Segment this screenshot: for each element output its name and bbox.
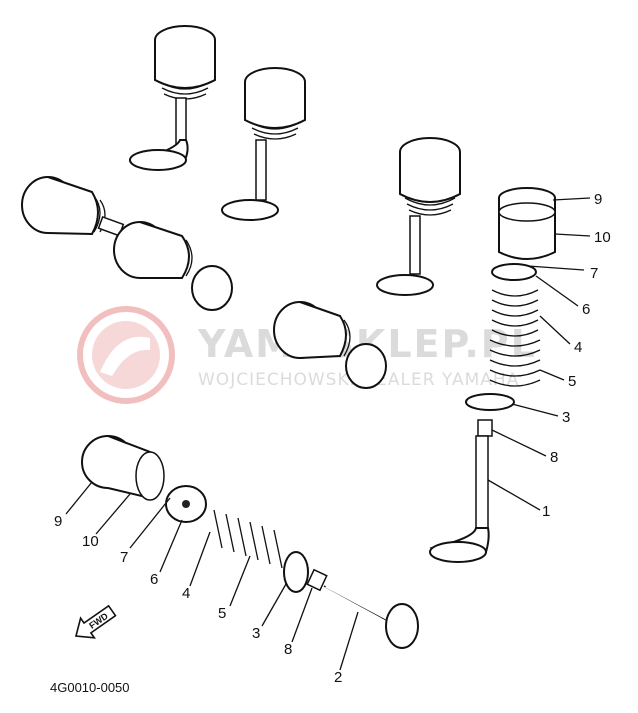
callout-bottom-8: 8 <box>284 641 292 658</box>
callout-right-9: 9 <box>594 191 602 208</box>
callouts-right: 9 10 7 6 4 5 3 8 1 <box>542 191 611 520</box>
callout-right-8: 8 <box>550 449 558 466</box>
valve-assembly-bottom-exploded <box>81 435 419 649</box>
callout-right-5: 5 <box>568 373 576 390</box>
callout-right-6: 6 <box>582 301 590 318</box>
callout-bottom-7: 7 <box>120 549 128 566</box>
leader-lines-right <box>487 197 591 511</box>
callout-right-4: 4 <box>574 339 582 356</box>
callout-bottom-10: 10 <box>82 533 99 550</box>
leader-lines-bottom <box>65 481 359 671</box>
callout-bottom-5: 5 <box>218 605 226 622</box>
callout-right-10: 10 <box>594 229 611 246</box>
callout-bottom-4: 4 <box>182 585 190 602</box>
callout-right-3: 3 <box>562 409 570 426</box>
valve-assembly-left-pair <box>21 176 233 311</box>
valve-assembly-top-3 <box>376 137 461 296</box>
callout-bottom-6: 6 <box>150 571 158 588</box>
callout-bottom-3: 3 <box>252 625 260 642</box>
valve-assembly-top-2 <box>221 67 306 221</box>
callouts-bottom: 9 10 7 6 4 5 3 8 2 <box>54 513 342 686</box>
callout-right-1: 1 <box>542 503 550 520</box>
valve-assembly-middle <box>273 301 387 389</box>
callout-bottom-9: 9 <box>54 513 62 530</box>
callout-right-7: 7 <box>590 265 598 282</box>
valve-assembly-right-exploded <box>429 187 556 563</box>
watermark-logo <box>77 306 175 404</box>
callout-bottom-2: 2 <box>334 669 342 686</box>
part-code: 4G0010-0050 <box>50 680 130 695</box>
valve-assembly-top-1 <box>128 25 216 171</box>
fwd-arrow-icon: FWD <box>74 604 117 639</box>
